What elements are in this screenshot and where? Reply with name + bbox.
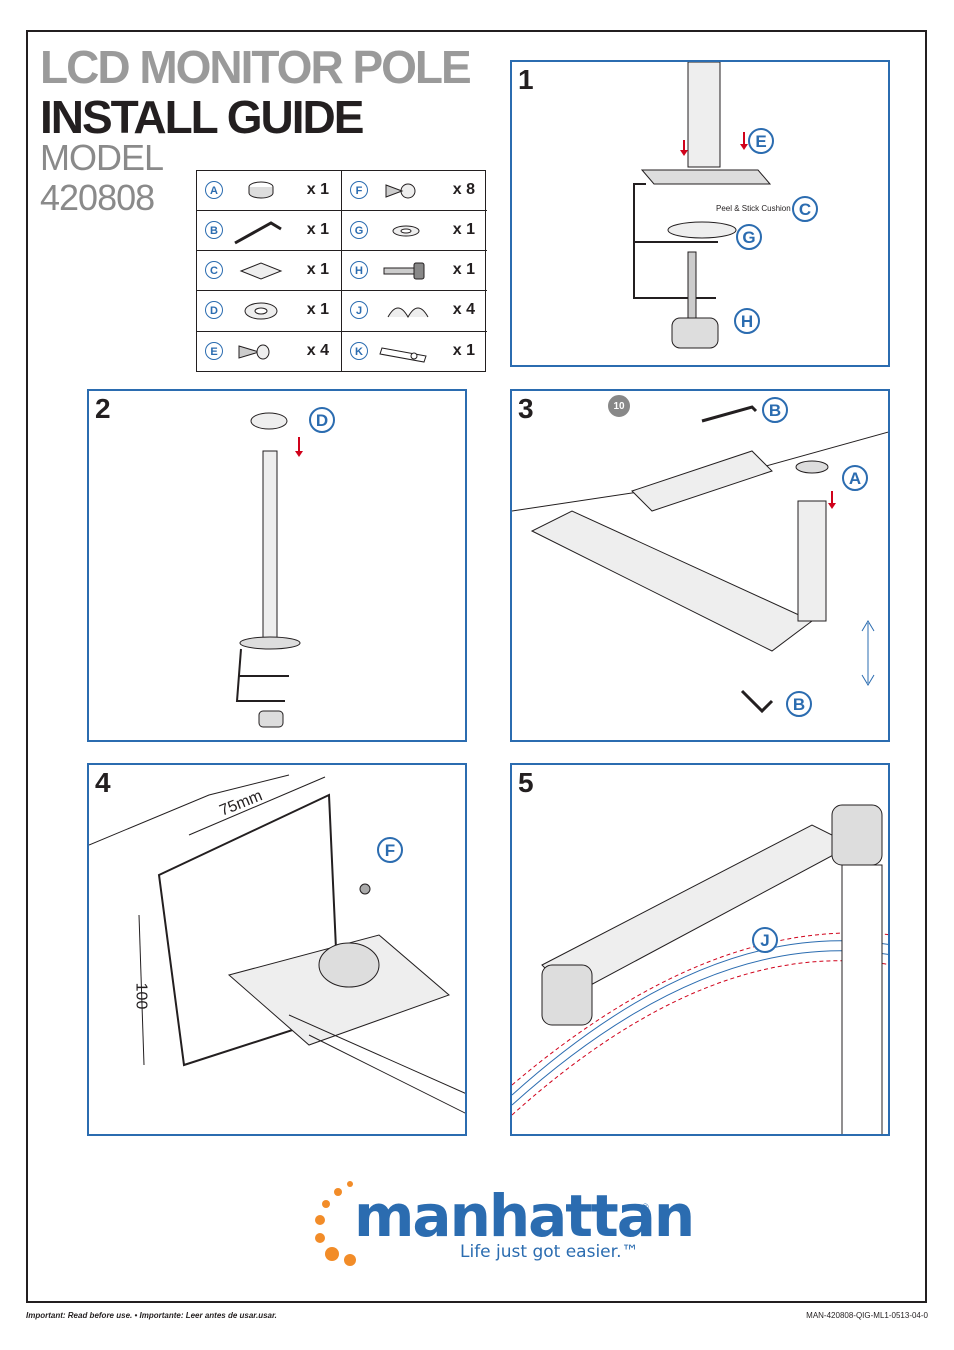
step-number: 4 (95, 767, 111, 798)
part-qty: x 1 (306, 301, 329, 318)
part-qty: x 1 (452, 221, 475, 238)
part-d: D x 1 (197, 291, 342, 332)
logo-dots-icon (315, 1181, 356, 1266)
model-label: MODEL (40, 137, 164, 178)
callout-h: H (734, 308, 760, 334)
clamp-illustration (633, 62, 772, 349)
pole-illustration (235, 412, 303, 728)
cable-clip-icon (387, 307, 429, 319)
bolt-icon (383, 262, 425, 280)
part-qty: x 8 (452, 181, 475, 198)
footer-doc-code: MAN-420808-QIG-ML1-0513-04-0 (806, 1311, 928, 1320)
part-qty: x 1 (306, 181, 329, 198)
title-line-2: INSTALL GUIDE (40, 91, 364, 143)
step-4-panel: 4 75mm 100 F (87, 763, 467, 1136)
callout-f: F (377, 837, 403, 863)
part-letter: K (350, 342, 368, 360)
part-g: G x 1 (342, 211, 487, 251)
vesa-plate-illustration (89, 774, 465, 1114)
manhattan-logo: manhattan ® Life just got easier.™ (310, 1170, 695, 1280)
callout-c: C (792, 196, 818, 222)
part-letter: J (350, 301, 368, 319)
part-qty: x 1 (306, 261, 329, 278)
callout-d: D (309, 407, 335, 433)
cable-management-illustration (512, 804, 888, 1134)
step-3-panel: 3 10 B A B (510, 389, 890, 742)
part-qty: x 1 (452, 261, 475, 278)
step-2-panel: 2 D (87, 389, 467, 742)
part-letter: B (205, 221, 223, 239)
part-letter: F (350, 181, 368, 199)
screw-icon (238, 344, 270, 360)
end-cap-icon (248, 181, 274, 199)
arm-assembly-illustration (512, 405, 888, 714)
part-letter: H (350, 261, 368, 279)
cushion-note: Peel & Stick Cushion (716, 204, 791, 213)
part-f: F x 8 (342, 171, 487, 211)
pole-collar-icon (244, 302, 278, 320)
part-letter: A (205, 181, 223, 199)
callout-a: A (842, 465, 868, 491)
callout-j: J (752, 927, 778, 953)
allen-key-icon (234, 221, 282, 245)
part-b: B x 1 (197, 211, 342, 251)
logo-wordmark: manhattan (354, 1182, 695, 1250)
model-number: 420808 (40, 177, 155, 218)
dimension-100: 100 (132, 982, 150, 1010)
callout-e: E (748, 128, 774, 154)
part-letter: D (205, 301, 223, 319)
part-qty: x 4 (306, 342, 329, 359)
logo-tagline: Life just got easier.™ (460, 1242, 639, 1262)
part-j: J x 4 (342, 291, 487, 332)
step-number: 5 (518, 767, 534, 798)
step-number: 1 (518, 64, 534, 95)
part-letter: G (350, 221, 368, 239)
part-qty: x 1 (452, 342, 475, 359)
logo-registered: ® (642, 1202, 649, 1212)
part-letter: E (205, 342, 223, 360)
step-5-panel: 5 J (510, 763, 890, 1136)
cushion-pad-icon (239, 262, 283, 280)
step-number: 2 (95, 393, 111, 424)
part-c: C x 1 (197, 251, 342, 291)
part-k: K x 1 (342, 332, 487, 372)
footer-warning: Important: Read before use. • Importante… (26, 1311, 277, 1320)
part-e: E x 4 (197, 332, 342, 372)
part-qty: x 1 (306, 221, 329, 238)
parts-list: A x 1 F x 8 B x 1 G x 1 C x 1 H x 1 D x … (196, 170, 487, 372)
screw-icon (385, 183, 416, 199)
part-a: A x 1 (197, 171, 342, 211)
callout-b-bottom: B (786, 691, 812, 717)
callout-b-top: B (762, 397, 788, 423)
step-1-panel: 1 E C G H Peel & Stick Cushion (510, 60, 890, 367)
wrench-plate-icon (379, 347, 427, 363)
title-line-1: LCD MONITOR POLE (40, 41, 472, 93)
step-badge: 10 (608, 395, 630, 417)
callout-g: G (736, 224, 762, 250)
washer-icon (392, 225, 420, 237)
part-h: H x 1 (342, 251, 487, 291)
step-number: 3 (518, 393, 534, 424)
page-frame (26, 30, 927, 1303)
part-qty: x 4 (452, 301, 475, 318)
part-letter: C (205, 261, 223, 279)
